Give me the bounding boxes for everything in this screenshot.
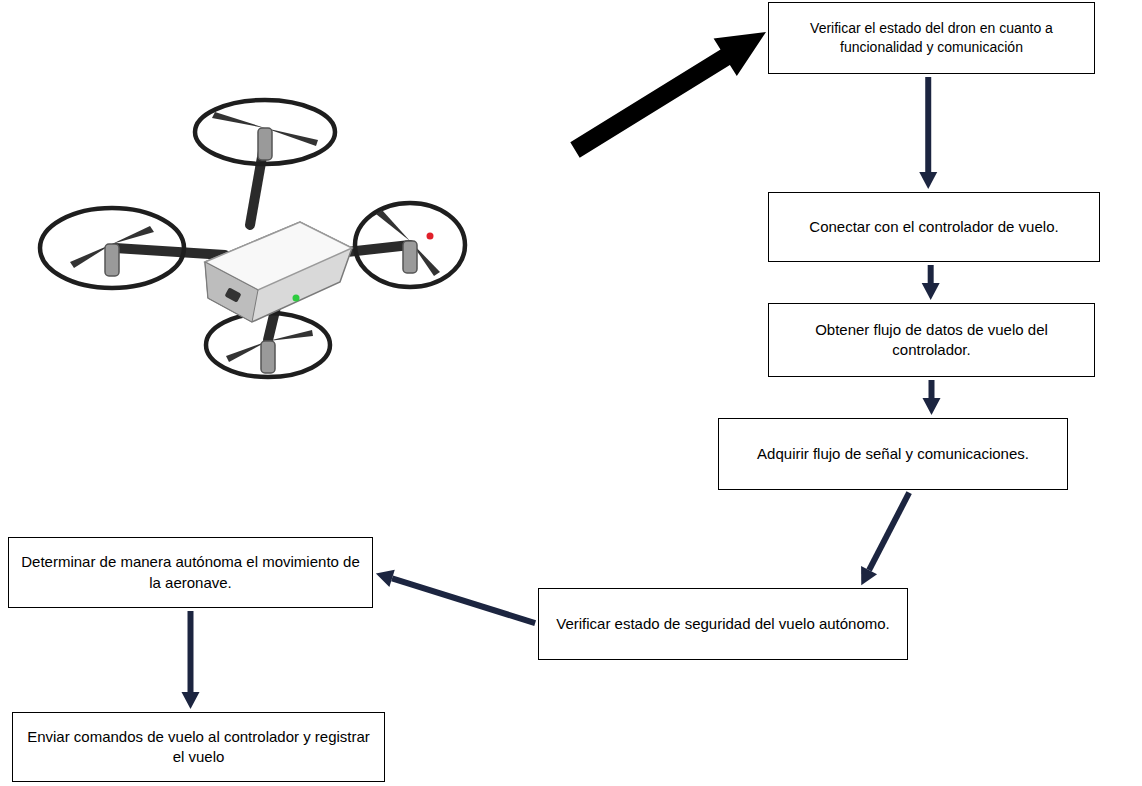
arrow-head [923,398,941,415]
flow-arrow [182,611,200,709]
box-text: Verificar estado de seguridad del vuelo … [556,614,890,634]
arrow-head [919,172,937,189]
flow-arrow [376,570,535,623]
box-text: Enviar comandos de vuelo al controlador … [25,727,372,768]
arrow-shaft [928,265,934,283]
flow-arrow [922,265,940,300]
process-box: Enviar comandos de vuelo al controlador … [12,712,385,782]
box-text: Determinar de manera autónoma el movimie… [21,552,360,593]
drone-illustration [40,100,465,377]
flow-arrow [923,380,941,415]
process-box: Conectar con el controlador de vuelo. [768,192,1100,262]
process-box: Obtener flujo de datos de vuelo del cont… [768,303,1095,377]
arrow-head [861,566,877,585]
box-text: Obtener flujo de datos de vuelo del cont… [781,320,1082,361]
arrow-shaft [869,493,909,571]
pointer-arrow [570,32,766,158]
box-text: Conectar con el controlador de vuelo. [809,217,1058,237]
arrow-shaft [925,77,931,172]
arrow-head [922,283,940,300]
flow-arrow [861,493,909,586]
process-box: Adquirir flujo de señal y comunicaciones… [718,418,1068,490]
process-box: Verificar estado de seguridad del vuelo … [538,588,908,660]
arrow-head [182,692,200,709]
box-text: Adquirir flujo de señal y comunicaciones… [757,444,1029,464]
arrow-shaft [188,611,194,692]
arrow-head [376,570,395,587]
arrow-shaft [929,380,935,398]
arrow-shaft [392,578,535,623]
box-text: Verificar el estado del dron en cuanto a… [781,19,1082,57]
process-box: Verificar el estado del dron en cuanto a… [768,2,1095,74]
process-box: Determinar de manera autónoma el movimie… [8,537,373,608]
flow-arrow [919,77,937,189]
